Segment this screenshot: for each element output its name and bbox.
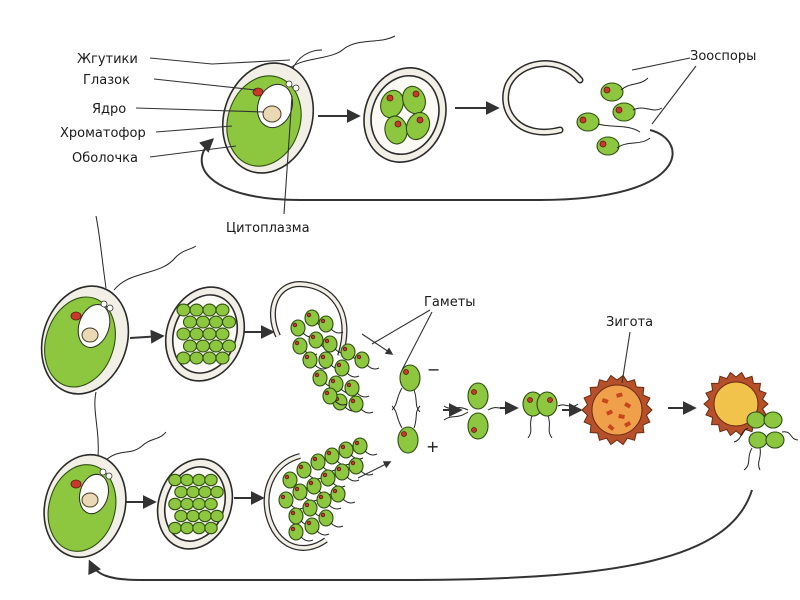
- gamete-release-lower: [263, 437, 378, 551]
- gametangium-upper: [164, 286, 246, 382]
- label-shell: Оболочка: [72, 151, 138, 166]
- flagellum-icon: [94, 391, 99, 459]
- cycle-arrow-icon: [88, 489, 753, 581]
- label-nucleus: Ядро: [92, 102, 126, 117]
- mature-cell-upper: [40, 215, 197, 395]
- label-gametes: Гаметы: [424, 295, 476, 310]
- gamete-release-upper: [270, 280, 380, 414]
- flagellum-icon: [291, 49, 323, 71]
- label-zoospores: Зооспоры: [690, 49, 756, 64]
- asexual-cycle: Жгутики Глазок Ядро Хроматофор Оболочка …: [60, 35, 756, 236]
- plus-sign: +: [426, 437, 439, 456]
- zoospore-release: [502, 60, 663, 156]
- gametangium-lower: [156, 458, 234, 550]
- zygote: [581, 374, 653, 446]
- flagellum-icon: [285, 35, 396, 73]
- germinating-zygote: [703, 371, 799, 471]
- dividing-cell: [363, 67, 447, 163]
- label-cytoplasm: Цитоплазма: [226, 221, 310, 236]
- mature-cell: [221, 35, 396, 174]
- flagellum-icon: [105, 431, 167, 461]
- label-zygote: Зигота: [606, 315, 653, 330]
- nucleus-icon: [262, 105, 282, 123]
- gamete-plus: [391, 405, 421, 454]
- arrow-icon: [129, 329, 165, 344]
- eyespot-icon: [252, 87, 264, 97]
- mature-cell-lower: [43, 391, 167, 559]
- label-flagella: Жгутики: [77, 52, 138, 67]
- minus-sign: −: [427, 360, 440, 379]
- flagellum-icon: [113, 245, 197, 291]
- label-eyespot: Глазок: [83, 73, 130, 88]
- sexual-cycle: − +: [40, 215, 799, 581]
- flagellum-icon: [95, 215, 107, 289]
- gamete-minus: [391, 364, 421, 413]
- gametes-fusing: [522, 391, 579, 439]
- gametes-pairing: [443, 382, 511, 440]
- label-chromatophore: Хроматофор: [60, 126, 146, 141]
- cycle-arrow-icon: [199, 129, 674, 201]
